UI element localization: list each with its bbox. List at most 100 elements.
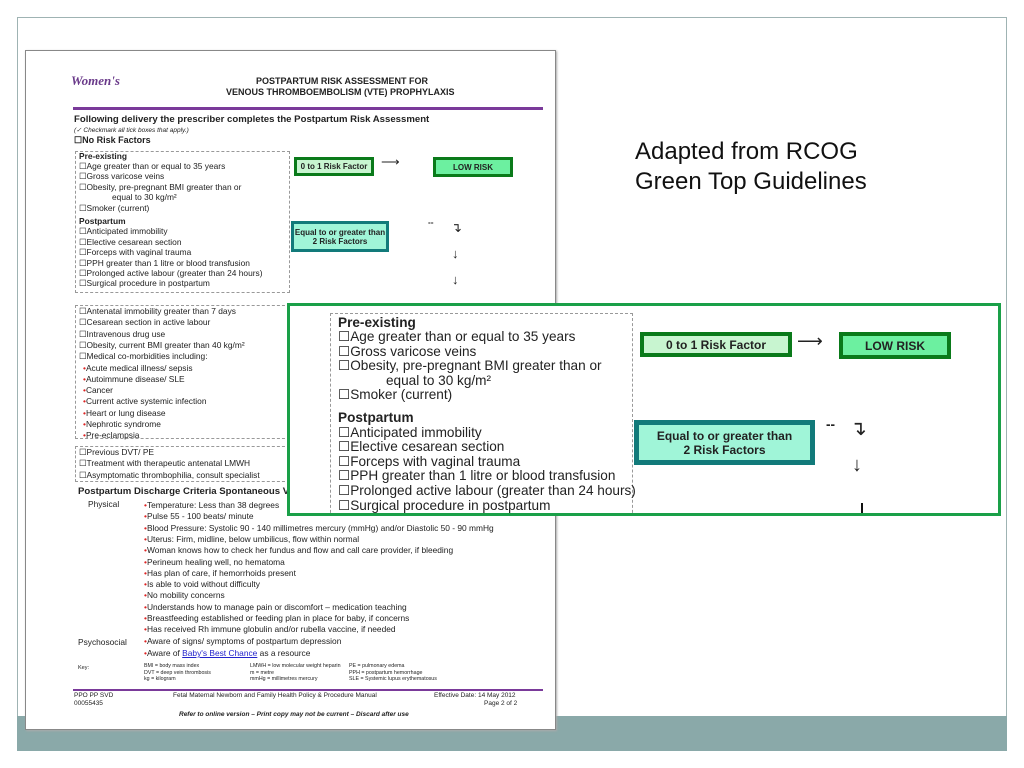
- key-item: BMI = body mass index: [144, 663, 200, 669]
- psychosocial-label: Psychosocial: [78, 637, 127, 647]
- note-line-2: Green Top Guidelines: [635, 168, 867, 195]
- zoom-risk-checkbox[interactable]: Prolonged active labour (greater than 24…: [338, 483, 636, 499]
- no-risk-checkbox[interactable]: No Risk Factors: [74, 135, 151, 145]
- comorbidity-item: Autoimmune disease/ SLE: [83, 374, 185, 384]
- risk-checkbox[interactable]: Obesity, current BMI greater than 40 kg/…: [79, 340, 245, 350]
- zoom-dash: --: [826, 417, 836, 432]
- footer-code-2: 00055435: [74, 700, 103, 707]
- key-item: PPH = postpartum hemorrhage: [349, 669, 423, 676]
- two-factors-line-1: Equal to or greater than: [294, 227, 386, 237]
- criteria-item: Aware of Baby's Best Chance as a resourc…: [144, 648, 310, 658]
- zoom-low-risk-box: LOW RISK: [839, 332, 951, 359]
- criteria-item: Pulse 55 - 100 beats/ minute: [144, 511, 254, 521]
- risk-checkbox[interactable]: Gross varicose veins: [79, 171, 165, 181]
- comorbidity-item: Acute medical illness/ sepsis: [83, 363, 193, 373]
- risk-checkbox[interactable]: Anticipated immobility: [79, 226, 168, 236]
- criteria-item: Temperature: Less than 38 degrees: [144, 500, 279, 510]
- key-item: kg = kilogram: [144, 676, 176, 682]
- risk-checkbox[interactable]: Treatment with therapeutic antenatal LMW…: [79, 458, 251, 468]
- key-item: SLE = Systemic lupus erythematosus: [349, 676, 437, 682]
- arrow-right-icon: ⟶: [381, 154, 400, 169]
- two-factors-box: Equal to or greater than 2 Risk Factors: [291, 221, 389, 252]
- zoom-low-factor-box: 0 to 1 Risk Factor: [640, 332, 792, 357]
- comorbidity-item: Pre-eclampsia: [83, 430, 140, 440]
- criteria-item: Is able to void without difficulty: [144, 579, 260, 589]
- comorbidity-item: Nephrotic syndrome: [83, 419, 161, 429]
- zoom-two-factors-line-2: 2 Risk Factors: [683, 442, 766, 457]
- criteria-item: No mobility concerns: [144, 590, 225, 600]
- zoom-two-factors-box: Equal to or greater than 2 Risk Factors: [634, 420, 815, 465]
- instruction: (✓ Checkmark all tick boxes that apply.): [74, 127, 189, 134]
- babys-best-chance-link[interactable]: Baby's Best Chance: [182, 648, 258, 658]
- criteria-item: Uterus: Firm, midline, below umbilicus, …: [144, 534, 359, 544]
- key-item: LMWH = low molecular weight heparin: [250, 663, 341, 669]
- risk-checkbox[interactable]: Asymptomatic thrombophilia, consult spec…: [79, 470, 260, 480]
- key-item: DVT = deep vein thrombosis: [144, 669, 211, 676]
- zoom-risk-checkbox[interactable]: Gross varicose veins: [338, 344, 476, 360]
- risk-box-1: [75, 151, 290, 293]
- risk-checkbox[interactable]: Elective cesarean section: [79, 237, 182, 247]
- comorbidity-item: Heart or lung disease: [83, 408, 166, 418]
- purple-rule: [73, 107, 543, 110]
- footer-manual: Fetal Maternal Newborn and Family Health…: [173, 692, 377, 699]
- zoom-risk-checkbox[interactable]: Anticipated immobility: [338, 425, 481, 441]
- zoom-arrow-right-icon: ⟶: [797, 331, 823, 351]
- zoom-risk-checkbox[interactable]: Forceps with vaginal trauma: [338, 454, 520, 470]
- comorbidity-item: Current active systemic infection: [83, 396, 207, 406]
- risk-checkbox[interactable]: PPH greater than 1 litre or blood transf…: [79, 258, 250, 268]
- zoom-risk-checkbox[interactable]: Obesity, pre-pregnant BMI greater than o…: [338, 359, 601, 374]
- key-item: PE = pulmonary edema: [349, 663, 405, 669]
- zoom-obesity-continued: equal to 30 kg/m²: [386, 372, 492, 388]
- pre-existing-heading: Pre-existing: [79, 151, 127, 161]
- risk-checkbox[interactable]: Forceps with vaginal trauma: [79, 247, 192, 257]
- criteria-item: Breastfeeding established or feeding pla…: [144, 613, 409, 623]
- arrow-down-icon: ↓: [452, 272, 459, 287]
- physical-label: Physical: [88, 499, 120, 509]
- intro: Following delivery the prescriber comple…: [74, 114, 430, 125]
- dash: --: [428, 217, 434, 227]
- comorbidity-item: Cancer: [83, 385, 113, 395]
- risk-checkbox[interactable]: Prolonged active labour (greater than 24…: [79, 268, 263, 278]
- zoom-arrow-down-icon: ↓: [852, 454, 862, 476]
- footer-note: Refer to online version – Print copy may…: [179, 711, 409, 718]
- postpartum-heading: Postpartum: [79, 216, 126, 226]
- risk-checkbox[interactable]: Antenatal immobility greater than 7 days: [79, 306, 236, 316]
- risk-checkbox[interactable]: Surgical procedure in postpartum: [79, 278, 210, 288]
- risk-checkbox[interactable]: Smoker (current): [79, 203, 150, 213]
- criteria-item: Has plan of care, if hemorrhoids present: [144, 568, 296, 578]
- two-factors-line-2: 2 Risk Factors: [312, 236, 368, 246]
- zoom-risk-checkbox[interactable]: Elective cesarean section: [338, 440, 504, 455]
- risk-checkbox[interactable]: Age greater than or equal to 35 years: [79, 161, 226, 171]
- zoom-two-factors-line-1: Equal to or greater than: [656, 428, 793, 443]
- criteria-item: Has received Rh immune globulin and/or r…: [144, 624, 396, 634]
- criteria-item: Understands how to manage pain or discom…: [144, 602, 407, 612]
- arrow-down-icon: ↴: [451, 220, 462, 235]
- risk-checkbox[interactable]: Intravenous drug use: [79, 329, 166, 339]
- criteria-item: Blood Pressure: Systolic 90 - 140 millim…: [144, 523, 494, 533]
- risk-checkbox[interactable]: Obesity, pre-pregnant BMI greater than o…: [79, 182, 242, 192]
- zoom-pre-existing-heading: Pre-existing: [338, 315, 416, 330]
- zoom-risk-checkbox[interactable]: Surgical procedure in postpartum: [338, 498, 550, 513]
- zoom-risk-checkbox[interactable]: PPH greater than 1 litre or blood transf…: [338, 469, 615, 484]
- zoom-postpartum-heading: Postpartum: [338, 410, 414, 425]
- criteria-item: Aware of signs/ symptoms of postpartum d…: [144, 636, 341, 646]
- zoom-arrow-line: [861, 503, 863, 513]
- footer-code: PPO PP SVD: [74, 692, 114, 699]
- zoom-risk-box: [330, 313, 633, 513]
- doc-title-1: POSTPARTUM RISK ASSESSMENT FOR: [256, 76, 429, 86]
- discharge-heading: Postpartum Discharge Criteria Spontaneou…: [78, 486, 290, 497]
- arrow-down-icon: ↓: [452, 246, 459, 261]
- obesity-continued: equal to 30 kg/m²: [112, 192, 177, 203]
- slide-note: Adapted from RCOG Green Top Guidelines: [635, 137, 867, 197]
- zoom-risk-checkbox[interactable]: Age greater than or equal to 35 years: [338, 329, 575, 345]
- purple-rule-footer: [73, 689, 543, 691]
- risk-checkbox[interactable]: Medical co-morbidities including:: [79, 351, 208, 361]
- risk-checkbox[interactable]: Cesarean section in active labour: [79, 317, 211, 327]
- low-factor-box: 0 to 1 Risk Factor: [294, 157, 374, 176]
- zoom-risk-checkbox[interactable]: Smoker (current): [338, 388, 452, 403]
- footer-date: Effective Date: 14 May 2012: [434, 692, 516, 699]
- zoomed-detail-callout: Pre-existing 0 to 1 Risk Factor ⟶ LOW RI…: [287, 303, 1001, 516]
- risk-checkbox[interactable]: Previous DVT/ PE: [79, 447, 155, 457]
- zoom-arrow-down-icon: ↴: [850, 418, 867, 440]
- key-item: mmHg = millimetres mercury: [250, 676, 318, 682]
